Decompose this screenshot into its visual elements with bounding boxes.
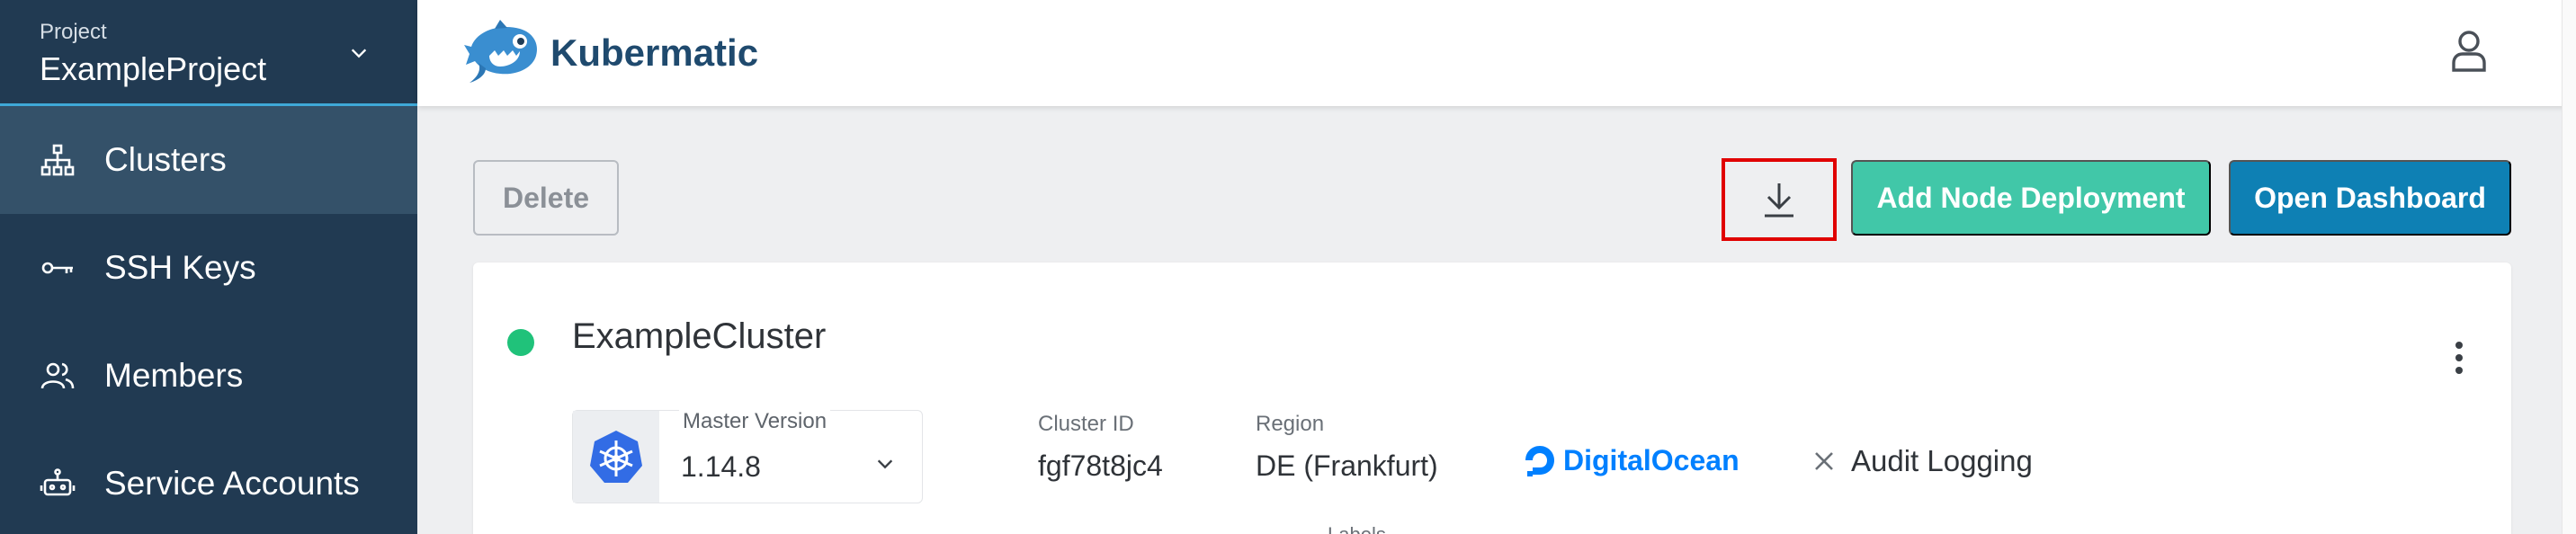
master-version-value: 1.14.8 [681,450,761,483]
top-bar: Kubermatic [417,0,2576,106]
sidebar-item-members[interactable]: Members [0,322,417,430]
brand-name: Kubermatic [550,31,759,74]
sidebar-item-clusters[interactable]: Clusters [0,106,417,214]
download-icon [1765,183,1793,218]
labels-label: Labels [1328,523,1386,534]
project-label: Project [40,20,107,44]
status-indicator [507,329,534,356]
master-version-select[interactable]: Master Version 1.14.8 [572,409,923,503]
sidebar-item-service-accounts[interactable]: Service Accounts [0,430,417,534]
digitalocean-icon [1525,446,1554,476]
robot-icon [40,466,76,502]
cluster-name: ExampleCluster [572,316,827,356]
open-dashboard-button[interactable]: Open Dashboard [2229,160,2511,236]
more-options-icon[interactable] [2454,340,2464,376]
add-node-deployment-button[interactable]: Add Node Deployment [1851,160,2211,236]
chevron-down-icon [877,459,893,469]
cluster-id-value: fgf78t8jc4 [1038,449,1163,482]
delete-button[interactable]: Delete [473,160,619,236]
close-icon [1815,452,1833,470]
sidebar-item-label: Members [104,357,244,394]
user-account-icon[interactable] [2448,29,2490,74]
scrollbar[interactable] [2562,0,2576,534]
audit-logging-status: Audit Logging [1813,444,2033,478]
project-selector[interactable]: Project ExampleProject [0,0,417,106]
sidebar-item-label: Clusters [104,141,227,178]
sidebar-item-ssh-keys[interactable]: SSH Keys [0,214,417,322]
key-icon [40,250,76,286]
kubernetes-icon [590,431,642,483]
sidebar-item-label: SSH Keys [104,249,256,286]
project-name: ExampleProject [40,50,267,87]
members-icon [40,358,76,394]
region-label: Region [1256,412,1325,436]
region-value: DE (Frankfurt) [1256,449,1438,482]
kubernetes-tile [573,411,659,503]
clusters-icon [40,142,76,178]
audit-logging-label: Audit Logging [1851,444,2033,477]
chevron-down-icon [351,49,367,58]
cluster-id-label: Cluster ID [1038,412,1134,436]
provider-name: DigitalOcean [1563,443,1740,476]
sidebar-item-label: Service Accounts [104,465,360,502]
master-version-label: Master Version [679,409,831,434]
sidebar: Project ExampleProject Clusters SSH Keys… [0,0,417,534]
download-kubeconfig-button[interactable] [1722,158,1837,241]
cluster-card: ExampleCluster Master Version 1.14.8 Clu… [473,263,2511,534]
brand[interactable]: Kubermatic [464,20,758,86]
kubermatic-logo-icon [464,20,538,83]
provider-logo: DigitalOcean [1522,442,1740,478]
